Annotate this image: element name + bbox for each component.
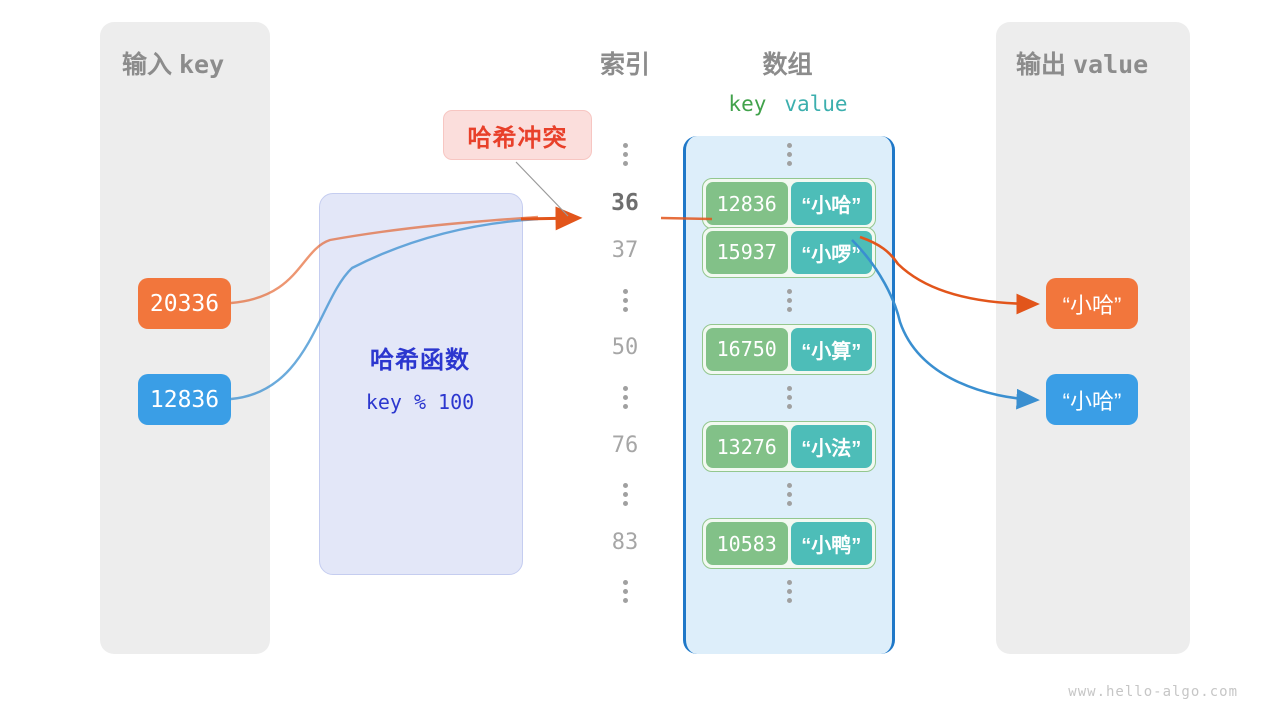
index-label-76: 76	[611, 432, 639, 458]
arrow-to-index-36	[520, 206, 583, 231]
array-entry-83: 10583“小鸭”	[702, 518, 876, 570]
array-ellipsis	[779, 580, 799, 604]
key-header-label: key	[728, 92, 767, 116]
array-entry-36: 12836“小哈”	[702, 178, 876, 230]
input-title-cjk: 输入	[122, 51, 173, 79]
index-ellipsis	[615, 288, 635, 312]
watermark: www.hello-algo.com	[1068, 684, 1238, 700]
entry-value-cell: “小鸭”	[790, 522, 872, 566]
hash-function-box	[319, 193, 523, 575]
index-label-37: 37	[611, 238, 639, 264]
hash-collision-badge: 哈希冲突	[443, 110, 592, 160]
array-entry-50: 16750“小算”	[702, 323, 876, 375]
entry-key-cell: 16750	[706, 327, 788, 371]
entry-value-cell: “小啰”	[790, 230, 872, 274]
output-title-mono: value	[1072, 50, 1149, 79]
array-entry-76: 13276“小法”	[702, 421, 876, 473]
index-label-83: 83	[611, 529, 639, 555]
key-value-header: key value	[688, 92, 888, 116]
hash-function-label: 哈希函数	[370, 347, 470, 374]
input-panel-title: 输入 key	[122, 45, 224, 81]
index-label-36: 36	[611, 189, 639, 216]
entry-key-cell: 12836	[706, 182, 788, 226]
entry-value-cell: “小算”	[790, 327, 872, 371]
entry-key-cell: 15937	[706, 230, 788, 274]
index-ellipsis	[615, 386, 635, 409]
index-column-title: 索引	[599, 51, 650, 79]
output-panel	[996, 22, 1190, 654]
array-ellipsis	[779, 386, 799, 409]
array-ellipsis	[779, 143, 799, 166]
leader-collision-badge	[515, 161, 569, 217]
input-key-1: 12836	[138, 374, 231, 425]
array-entry-37: 15937“小啰”	[702, 226, 876, 278]
input-panel	[100, 22, 270, 654]
entry-key-cell: 13276	[706, 425, 788, 469]
output-value-1: “小哈”	[1046, 374, 1138, 425]
output-value-0: “小哈”	[1046, 278, 1138, 329]
output-panel-title: 输出 value	[1016, 45, 1148, 81]
array-column-title: 数组	[762, 51, 813, 79]
index-label-50: 50	[611, 335, 639, 361]
entry-key-cell: 10583	[706, 522, 788, 566]
array-ellipsis	[779, 288, 799, 312]
input-title-mono: key	[178, 50, 225, 79]
input-key-0: 20336	[138, 278, 231, 329]
output-title-cjk: 输出	[1016, 51, 1067, 79]
index-ellipsis	[615, 580, 635, 604]
array-ellipsis	[779, 483, 799, 507]
index-ellipsis	[615, 483, 635, 507]
entry-value-cell: “小哈”	[790, 182, 872, 226]
value-header-label: value	[784, 92, 848, 116]
hash-function-formula: key % 100	[365, 390, 475, 414]
entry-value-cell: “小法”	[790, 425, 872, 469]
index-ellipsis	[615, 143, 635, 166]
